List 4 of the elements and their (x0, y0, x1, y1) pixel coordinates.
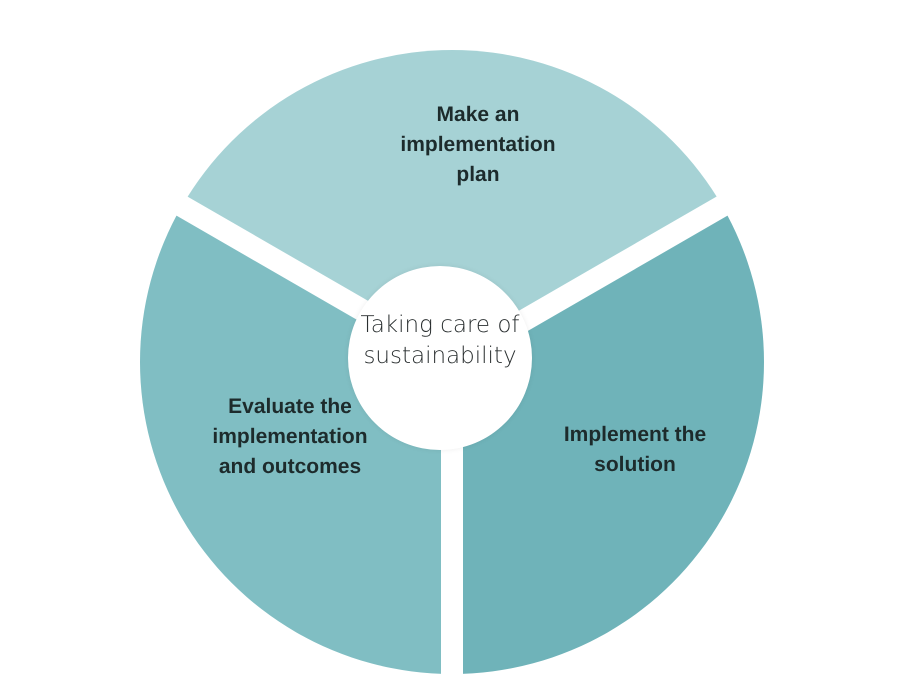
segment-label: Make an implementation plan (399, 102, 557, 188)
center-label: Taking care of sustainability (359, 311, 521, 371)
segment-label: Evaluate the implementation and outcomes (211, 394, 369, 480)
segment-label: Implement the solution (562, 422, 708, 478)
